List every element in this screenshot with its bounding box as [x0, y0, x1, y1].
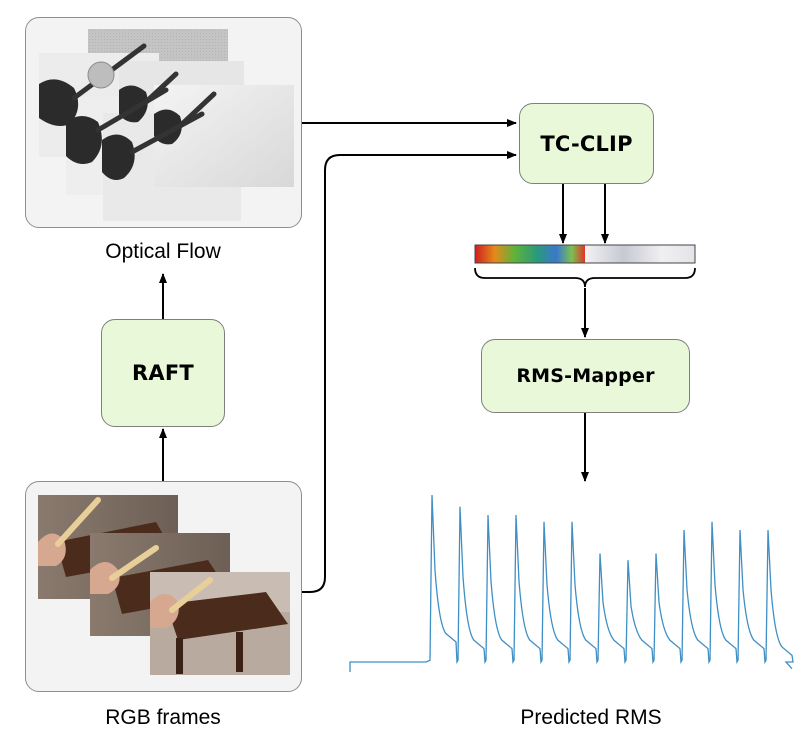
raft-label: RAFT [132, 361, 194, 385]
feature-vector [474, 244, 696, 264]
optical-flow-frames [39, 29, 294, 221]
rgb-frames-images [38, 495, 290, 675]
optical-flow-panel [25, 17, 302, 228]
rgb-frame-3 [150, 572, 290, 675]
rgb-frames-panel [25, 481, 302, 692]
optical-flow-label: Optical Flow [105, 240, 221, 263]
raft-node: RAFT [101, 319, 225, 427]
predicted-rms-label: Predicted RMS [520, 706, 662, 729]
tc-clip-label: TC-CLIP [540, 131, 633, 156]
rgb-frames-label: RGB frames [105, 706, 221, 729]
tc-clip-node: TC-CLIP [519, 103, 654, 184]
rms-mapper-label: RMS-Mapper [516, 365, 655, 387]
rms-mapper-node: RMS-Mapper [481, 339, 690, 413]
feature-brace [474, 267, 696, 288]
arrow-rgb-to-tcclip [302, 151, 517, 593]
rms-chart [349, 494, 794, 673]
rms-line [349, 494, 794, 673]
